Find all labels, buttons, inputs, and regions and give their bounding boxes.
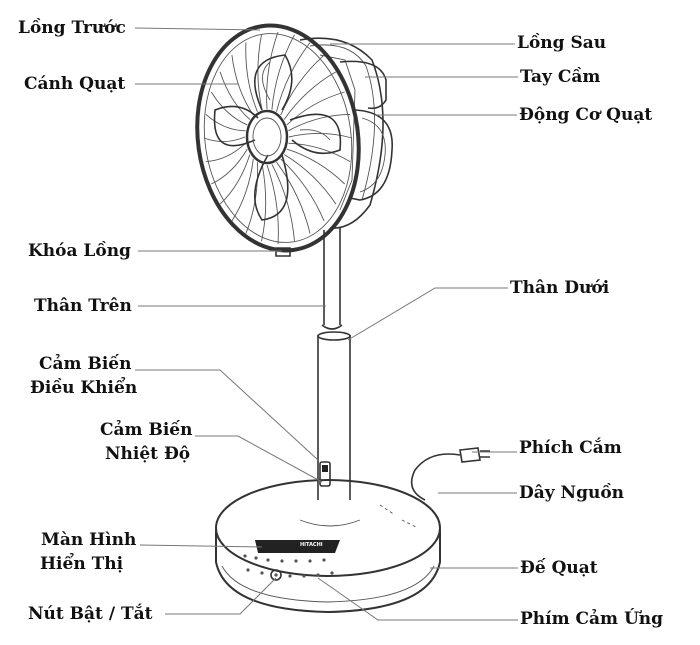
power-plug xyxy=(459,447,490,463)
cage-spoke xyxy=(271,34,295,110)
power-button[interactable] xyxy=(270,569,282,581)
cage-spoke xyxy=(210,91,248,126)
cage-spoke xyxy=(288,142,351,162)
cage-spoke xyxy=(276,161,311,234)
display-panel xyxy=(255,540,340,553)
label-man-hinh-1: Màn Hình xyxy=(41,530,137,550)
cage-spoke xyxy=(205,114,246,132)
label-khoa-long: Khóa Lồng xyxy=(28,241,131,261)
cage-spoke xyxy=(288,113,351,132)
cage-spoke xyxy=(245,162,259,234)
label-than-tren: Thân Trên xyxy=(34,296,132,316)
cage-spoke xyxy=(231,158,254,222)
touch-keys xyxy=(243,554,334,578)
label-dong-co-quat: Động Cơ Quạt xyxy=(519,105,653,125)
cage-spoke xyxy=(257,34,263,110)
front-cage xyxy=(195,23,361,253)
handle xyxy=(339,60,387,110)
cage-spoke xyxy=(266,31,279,110)
cage-spoke xyxy=(219,154,251,205)
label-phim-cam-ung: Phím Cảm Ứng xyxy=(520,609,664,629)
label-cam-bien-dieu-khien-2: Điều Khiển xyxy=(30,378,138,398)
label-long-truoc: Lồng Trước xyxy=(18,18,126,38)
fan-hub xyxy=(245,109,289,165)
lower-pole xyxy=(317,331,351,500)
label-canh-quat: Cánh Quạt xyxy=(24,74,126,94)
label-tay-cam: Tay Cầm xyxy=(520,67,601,87)
label-de-quat: Đế Quạt xyxy=(520,558,598,578)
power-cord xyxy=(410,453,461,501)
cage-spoke xyxy=(283,71,337,120)
cage-spoke xyxy=(271,164,295,242)
cage-spoke xyxy=(283,154,337,205)
cage-spoke xyxy=(288,133,353,139)
cage-spoke xyxy=(286,148,346,185)
label-long-sau: Lồng Sau xyxy=(517,33,607,53)
cage-spoke xyxy=(276,42,311,112)
label-phich-cam: Phích Cắm xyxy=(519,438,622,458)
fan-base xyxy=(215,479,441,614)
label-cam-bien-dieu-khien-1: Cảm Biến xyxy=(39,354,132,374)
fan-blades xyxy=(213,54,342,221)
label-cam-bien-nhiet-do-1: Cảm Biến xyxy=(100,420,193,440)
cage-spoke xyxy=(231,55,254,116)
cage-lock xyxy=(275,247,291,257)
cage-spoke xyxy=(205,142,246,163)
cage-spoke xyxy=(286,91,345,126)
cage-spoke xyxy=(245,42,258,112)
cage-spoke xyxy=(261,164,267,242)
upper-pole xyxy=(321,228,343,330)
cage-spoke xyxy=(211,148,248,185)
cage-spoke xyxy=(219,71,251,120)
label-man-hinh-2: Hiển Thị xyxy=(40,554,124,574)
cage-spoke xyxy=(280,158,325,222)
label-nut-bat-tat: Nút Bật / Tắt xyxy=(28,604,153,624)
cage-spoke xyxy=(266,164,279,245)
cage-spoke xyxy=(203,136,246,142)
label-day-nguon: Dây Nguồn xyxy=(519,483,625,503)
leader-lines xyxy=(134,27,518,621)
label-than-duoi: Thân Dưới xyxy=(510,278,610,298)
label-cam-bien-nhiet-do-2: Nhiệt Độ xyxy=(105,444,191,464)
cage-spoke xyxy=(280,54,325,116)
brand-mark: HITACHI xyxy=(300,542,323,548)
